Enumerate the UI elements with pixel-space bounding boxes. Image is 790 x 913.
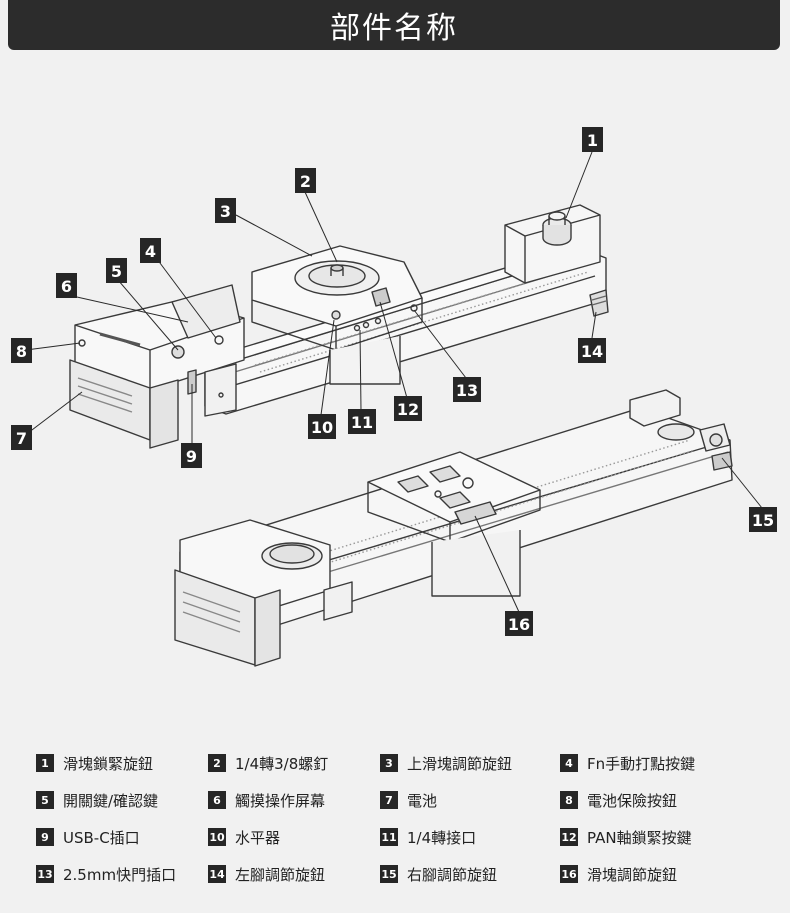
callout-10: 10 [308, 414, 336, 439]
callout-11: 11 [348, 409, 376, 434]
legend-item: 9 USB-C插口 [36, 826, 208, 848]
legend-item: 2 1/4轉3/8螺釘 [208, 752, 380, 774]
legend-item: 11 1/4轉接口 [380, 826, 560, 848]
legend-item: 7 電池 [380, 789, 560, 811]
legend-number: 11 [380, 828, 398, 846]
legend-number: 5 [36, 791, 54, 809]
callout-10-label: 10 [311, 418, 333, 437]
legend-label: 2.5mm快門插口 [63, 865, 177, 884]
callout-9: 9 [181, 443, 202, 468]
callout-7: 7 [11, 425, 32, 450]
legend-label: 電池保險按鈕 [587, 791, 678, 810]
callout-5: 5 [106, 258, 127, 283]
callout-12-label: 12 [397, 400, 419, 419]
callout-1: 1 [582, 127, 603, 152]
callout-4: 4 [140, 238, 161, 263]
callout-8-label: 8 [16, 342, 27, 361]
legend-item: 1 滑塊鎖緊旋鈕 [36, 752, 208, 774]
legend-number: 14 [208, 865, 226, 883]
legend-item: 16 滑塊調節旋鈕 [560, 863, 750, 885]
callout-7-label: 7 [16, 429, 27, 448]
legend-number: 6 [208, 791, 226, 809]
callout-12: 12 [394, 396, 422, 421]
callout-3-label: 3 [220, 202, 231, 221]
legend-item: 8 電池保險按鈕 [560, 789, 750, 811]
legend-number: 10 [208, 828, 226, 846]
legend-item: 15 右腳調節旋鈕 [380, 863, 560, 885]
legend-label: 1/4轉3/8螺釘 [235, 754, 329, 773]
callouts: 1 2 3 4 5 6 7 8 9 10 11 12 13 14 15 16 [11, 127, 777, 636]
legend-label: 水平器 [235, 828, 281, 847]
legend-number: 1 [36, 754, 54, 772]
callout-16: 16 [505, 611, 533, 636]
legend-label: 1/4轉接口 [407, 828, 477, 847]
callout-1-label: 1 [587, 131, 598, 150]
callout-8: 8 [11, 338, 32, 363]
legend-number: 2 [208, 754, 226, 772]
legend-item: 10 水平器 [208, 826, 380, 848]
legend-label: USB-C插口 [63, 828, 140, 847]
callout-15: 15 [749, 507, 777, 532]
legend-label: 滑塊調節旋鈕 [587, 865, 678, 884]
callout-13-label: 13 [456, 381, 478, 400]
legend-item: 3 上滑塊調節旋鈕 [380, 752, 560, 774]
legend-item: 5 開關鍵/確認鍵 [36, 789, 208, 811]
legend-label: Fn手動打點按鍵 [587, 754, 696, 773]
legend-number: 12 [560, 828, 578, 846]
legend-number: 4 [560, 754, 578, 772]
callout-11-label: 11 [351, 413, 373, 432]
legend-label: 右腳調節旋鈕 [407, 865, 498, 884]
callout-9-label: 9 [186, 447, 197, 466]
page-title: 部件名称 [330, 11, 458, 46]
legend-label: 電池 [407, 791, 438, 810]
callout-4-label: 4 [145, 242, 156, 261]
top-left-head [69, 284, 245, 449]
callout-14: 14 [578, 338, 606, 363]
leader-lines [23, 151, 763, 613]
legend-item: 4 Fn手動打點按鍵 [560, 752, 750, 774]
legend-item: 13 2.5mm快門插口 [36, 863, 208, 885]
page-header: 部件名称 [8, 0, 780, 50]
callout-5-label: 5 [111, 262, 122, 281]
slider-lock-knob-drawing [542, 211, 572, 246]
bottom-left-head [174, 519, 353, 667]
legend-label: 觸摸操作屏幕 [235, 791, 326, 810]
legend-item: 6 觸摸操作屏幕 [208, 789, 380, 811]
legend-label: 上滑塊調節旋鈕 [407, 754, 513, 773]
legend-number: 8 [560, 791, 578, 809]
legend-number: 15 [380, 865, 398, 883]
callout-2: 2 [295, 168, 316, 193]
top-carriage [251, 245, 423, 385]
legend-number: 3 [380, 754, 398, 772]
callout-2-label: 2 [300, 172, 311, 191]
legend-number: 9 [36, 828, 54, 846]
callout-6: 6 [56, 273, 77, 298]
legend-number: 7 [380, 791, 398, 809]
legend-label: 開關鍵/確認鍵 [63, 791, 159, 810]
legend-label: 滑塊鎖緊旋鈕 [63, 754, 154, 773]
callout-15-label: 15 [752, 511, 774, 530]
legend-label: 左腳調節旋鈕 [235, 865, 326, 884]
legend-label: PAN軸鎖緊按鍵 [587, 828, 692, 847]
legend-number: 16 [560, 865, 578, 883]
legend-item: 14 左腳調節旋鈕 [208, 863, 380, 885]
legend-item: 12 PAN軸鎖緊按鍵 [560, 826, 750, 848]
callout-3: 3 [215, 198, 236, 223]
callout-16-label: 16 [508, 615, 530, 634]
callout-6-label: 6 [61, 277, 72, 296]
callout-14-label: 14 [581, 342, 603, 361]
legend-number: 13 [36, 865, 54, 883]
callout-13: 13 [453, 377, 481, 402]
bottom-carriage [367, 451, 541, 597]
